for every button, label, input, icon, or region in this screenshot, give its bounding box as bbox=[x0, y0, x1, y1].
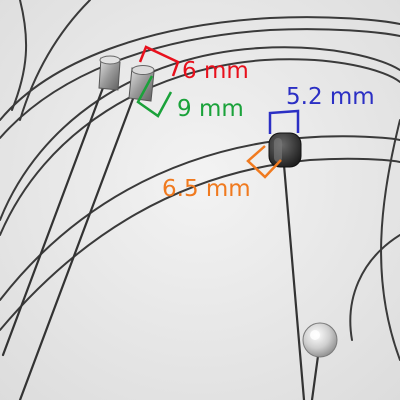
cable-left-2 bbox=[18, 94, 136, 400]
marker-9mm bbox=[136, 75, 173, 118]
cable-straights bbox=[1, 83, 320, 400]
label-6mm: 6 mm bbox=[182, 58, 249, 84]
cable-coil-4 bbox=[0, 28, 400, 139]
cable-bottom bbox=[310, 354, 320, 400]
label-5-2mm: 5.2 mm bbox=[286, 84, 375, 110]
cable-left-1 bbox=[1, 83, 106, 357]
ferrule-end-left bbox=[98, 55, 121, 91]
cable-coil-3 bbox=[0, 16, 400, 121]
cable-coil-1 bbox=[0, 46, 400, 221]
ferrule-end-middle bbox=[128, 65, 155, 102]
barrel-end bbox=[268, 132, 302, 168]
marker-6-5mm bbox=[246, 145, 282, 179]
cable-coil-8 bbox=[0, 157, 400, 331]
cable-coil-2 bbox=[0, 58, 400, 236]
cable-coils bbox=[0, 0, 400, 361]
marker-5-2mm bbox=[268, 109, 300, 134]
cable-coil-6 bbox=[19, 0, 91, 121]
marker-6mm bbox=[138, 45, 180, 77]
measure-markers bbox=[136, 45, 300, 179]
cable-coil-9 bbox=[380, 119, 400, 361]
cable-right bbox=[282, 163, 306, 400]
ball-end bbox=[302, 322, 338, 358]
cable-coil-5 bbox=[11, 0, 28, 111]
cable-coil-10 bbox=[349, 234, 400, 341]
cable-coil-7 bbox=[0, 135, 400, 301]
label-6-5mm: 6.5 mm bbox=[162, 176, 251, 202]
label-9mm: 9 mm bbox=[177, 96, 244, 122]
